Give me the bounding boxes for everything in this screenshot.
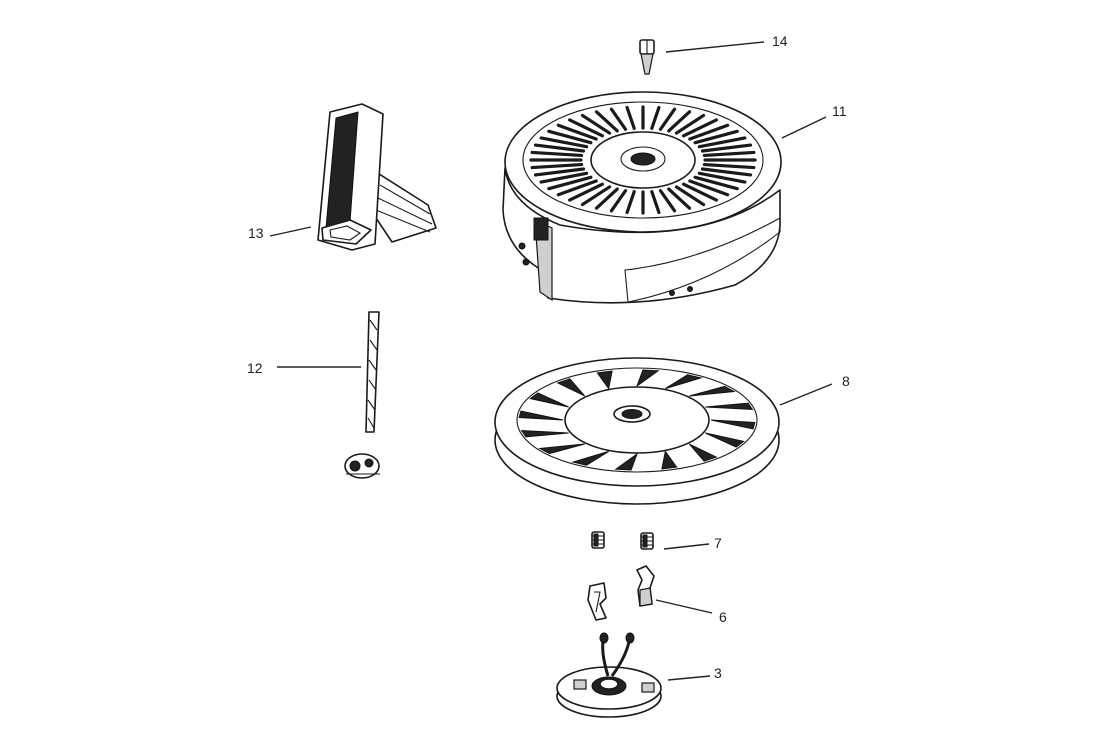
vent-slot (547, 129, 593, 145)
vent-slot (693, 175, 739, 191)
fan-blade (556, 378, 586, 397)
vent-slot (556, 123, 598, 141)
vent-slot (530, 162, 584, 170)
fan-blade (529, 392, 569, 408)
vent-slot (688, 123, 730, 141)
part-12-rope (344, 311, 380, 479)
part-3-retainer (556, 632, 662, 718)
vent-slot (556, 179, 598, 197)
vent-slot (580, 185, 612, 207)
vent-slot (609, 107, 628, 131)
part-8-pulley (494, 357, 780, 505)
fan-blade (538, 443, 585, 455)
fan-blade (518, 410, 564, 421)
vent-slot (650, 105, 661, 130)
vent-slot (650, 190, 661, 215)
vent-slot (697, 136, 747, 149)
fan-blade (614, 452, 639, 471)
label-11: 11 (832, 103, 847, 119)
leader-7 (663, 543, 710, 550)
vent-slot (625, 190, 636, 215)
fan-blade (710, 419, 756, 430)
vent-slot (539, 171, 589, 184)
vent-slot (594, 187, 619, 210)
pulley-fan-blades (518, 369, 756, 471)
leader-11 (781, 116, 827, 139)
vent-slot (568, 118, 604, 138)
fan-blade (689, 385, 736, 397)
leader-8 (779, 383, 833, 406)
vent-slot (700, 167, 753, 177)
part-6-pawls (587, 565, 655, 621)
vent-slot (547, 175, 593, 191)
vent-slot (700, 143, 753, 153)
vent-slot (667, 110, 692, 133)
vent-slot (697, 171, 747, 184)
vent-slot (609, 189, 628, 213)
fan-blade (571, 450, 609, 466)
vent-slot (625, 105, 636, 130)
vent-slot (693, 129, 739, 145)
vent-slot (658, 189, 677, 213)
leader-3 (667, 675, 711, 681)
vent-slot (658, 107, 677, 131)
part-13-handle (317, 103, 437, 251)
vent-slot (674, 113, 706, 135)
vent-slot (702, 162, 756, 170)
label-3: 3 (714, 665, 722, 681)
leader-13 (269, 226, 312, 237)
housing-vent-slots (529, 105, 757, 215)
fan-blade (665, 374, 703, 390)
vent-slot (533, 143, 586, 153)
vent-slot (539, 136, 589, 149)
leader-14 (665, 41, 765, 53)
label-14: 14 (772, 33, 788, 49)
vent-slot (682, 118, 718, 138)
vent-slot (702, 150, 756, 158)
vent-slot (682, 182, 718, 202)
leader-6 (655, 599, 713, 614)
part-14-pin (639, 39, 655, 75)
fan-blade (688, 443, 718, 462)
vent-slot (667, 187, 692, 210)
part-11-housing (502, 91, 782, 304)
label-13: 13 (248, 225, 264, 241)
label-8: 8 (842, 373, 850, 389)
vent-slot (674, 185, 706, 207)
fan-blade (661, 450, 678, 470)
vent-slot (533, 167, 586, 177)
label-7: 7 (714, 535, 722, 551)
vent-slot (580, 113, 612, 135)
vent-slot (688, 179, 730, 197)
vent-slot (530, 150, 584, 158)
vent-slot (594, 110, 619, 133)
fan-blade (705, 432, 745, 448)
label-6: 6 (719, 609, 727, 625)
fan-blade (520, 430, 569, 438)
vent-slot (568, 182, 604, 202)
fan-blade (705, 402, 754, 410)
label-12: 12 (247, 360, 263, 376)
part-7-springs (591, 531, 654, 550)
fan-blade (635, 369, 660, 388)
fan-blade (596, 370, 613, 390)
